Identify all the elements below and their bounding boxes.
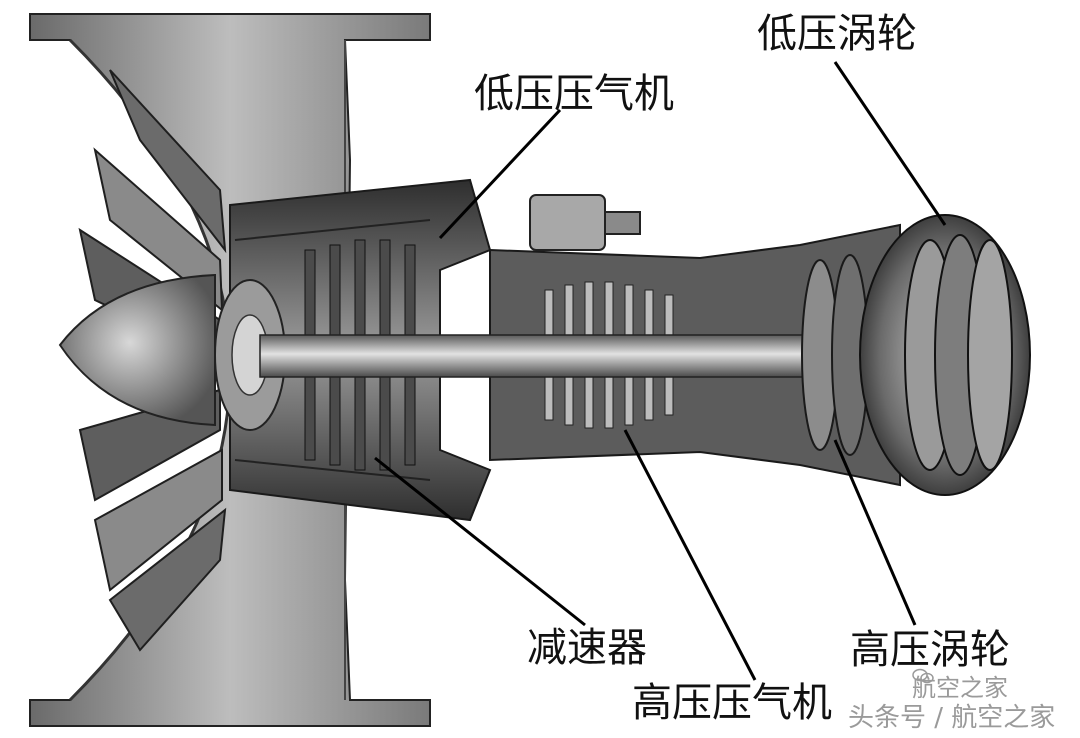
- main-shaft: [259, 334, 831, 378]
- watermark-platform: 头条号 / 航空之家: [848, 703, 1056, 733]
- lpt-rotor: [859, 214, 1031, 496]
- label-gearbox: 减速器: [527, 625, 647, 671]
- gearbox-housing: [214, 279, 286, 431]
- leader-hpc: [623, 429, 757, 681]
- label-low-pressure-compressor: 低压压气机: [474, 71, 674, 117]
- hpt-discs: [801, 254, 869, 456]
- label-high-pressure-turbine: 高压涡轮: [850, 627, 1010, 673]
- watermark-account: 航空之家: [912, 668, 1008, 703]
- label-low-pressure-turbine: 低压涡轮: [757, 11, 917, 57]
- leader-lpc: [438, 108, 562, 240]
- leader-gearbox: [374, 456, 586, 627]
- watermark-account-text: 航空之家: [912, 674, 1008, 702]
- wechat-icon: [912, 668, 934, 684]
- leader-hpt: [833, 439, 917, 626]
- accessory-unit: [529, 194, 641, 251]
- leader-lines: [374, 61, 947, 681]
- leader-lpt: [833, 61, 947, 226]
- spinner-cone: [58, 273, 216, 427]
- label-high-pressure-compressor: 高压压气机: [632, 680, 832, 726]
